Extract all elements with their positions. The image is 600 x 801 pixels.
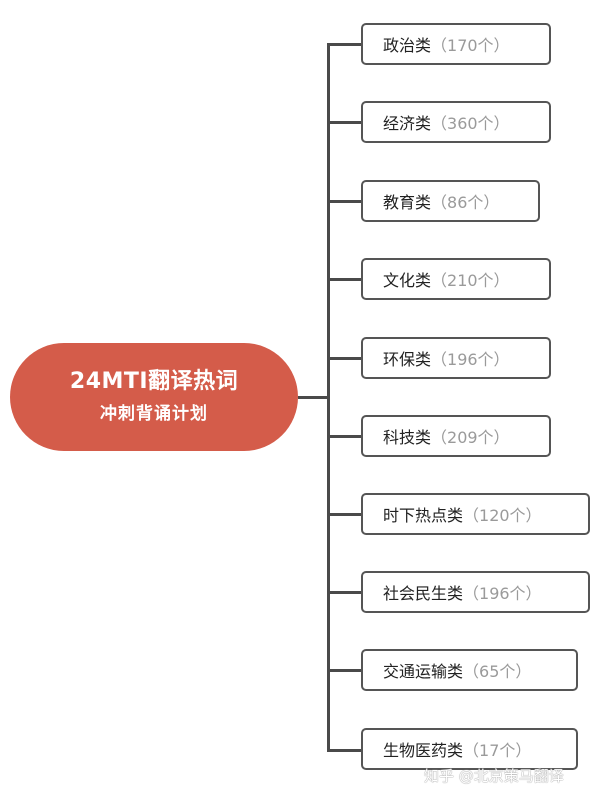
branch-node-culture: 文化类（210个） (361, 258, 551, 300)
branch-count: （210个） (431, 271, 510, 290)
branch-label: 社会民生类 (383, 584, 464, 603)
branch-connector (327, 121, 361, 124)
branch-node-education: 教育类（86个） (361, 180, 540, 222)
branch-label: 政治类 (383, 36, 432, 55)
branch-connector (327, 357, 361, 360)
branch-node-technology: 科技类（209个） (361, 415, 551, 457)
branch-count: （209个） (431, 428, 510, 447)
branch-connector (327, 749, 361, 752)
branch-label: 科技类 (383, 428, 432, 447)
branch-node-livelihood: 社会民生类（196个） (361, 571, 590, 613)
trunk-line (327, 43, 330, 752)
branch-label: 生物医药类 (383, 741, 464, 760)
branch-count: （86个） (431, 193, 500, 212)
branch-node-biomedicine: 生物医药类（17个） (361, 728, 578, 770)
branch-label: 时下热点类 (383, 506, 464, 525)
branch-count: （170个） (431, 36, 510, 55)
branch-label: 交通运输类 (383, 662, 464, 681)
branch-node-politics: 政治类（170个） (361, 23, 551, 65)
root-title: 24MTI翻译热词 (69, 369, 239, 394)
watermark: 知乎 @北京策马翻译 (424, 767, 564, 785)
root-connector (298, 396, 329, 399)
branch-connector (327, 669, 361, 672)
branch-node-economy: 经济类（360个） (361, 101, 551, 143)
branch-count: （360个） (431, 114, 510, 133)
branch-node-environment: 环保类（196个） (361, 337, 551, 379)
branch-connector (327, 513, 361, 516)
branch-node-current-affairs: 时下热点类（120个） (361, 493, 590, 535)
branch-count: （65个） (463, 662, 532, 681)
branch-count: （120个） (463, 506, 542, 525)
branch-count: （196个） (463, 584, 542, 603)
branch-count: （17个） (463, 741, 532, 760)
branch-label: 教育类 (383, 193, 432, 212)
branch-label: 环保类 (383, 350, 432, 369)
branch-count: （196个） (431, 350, 510, 369)
branch-connector (327, 591, 361, 594)
branch-node-transportation: 交通运输类（65个） (361, 649, 578, 691)
branch-label: 经济类 (383, 114, 432, 133)
branch-connector (327, 278, 361, 281)
root-node: 24MTI翻译热词 冲刺背诵计划 (10, 343, 298, 451)
branch-label: 文化类 (383, 271, 432, 290)
branch-connector (327, 200, 361, 203)
branch-connector (327, 435, 361, 438)
branch-connector (327, 43, 361, 46)
root-subtitle: 冲刺背诵计划 (100, 404, 208, 424)
